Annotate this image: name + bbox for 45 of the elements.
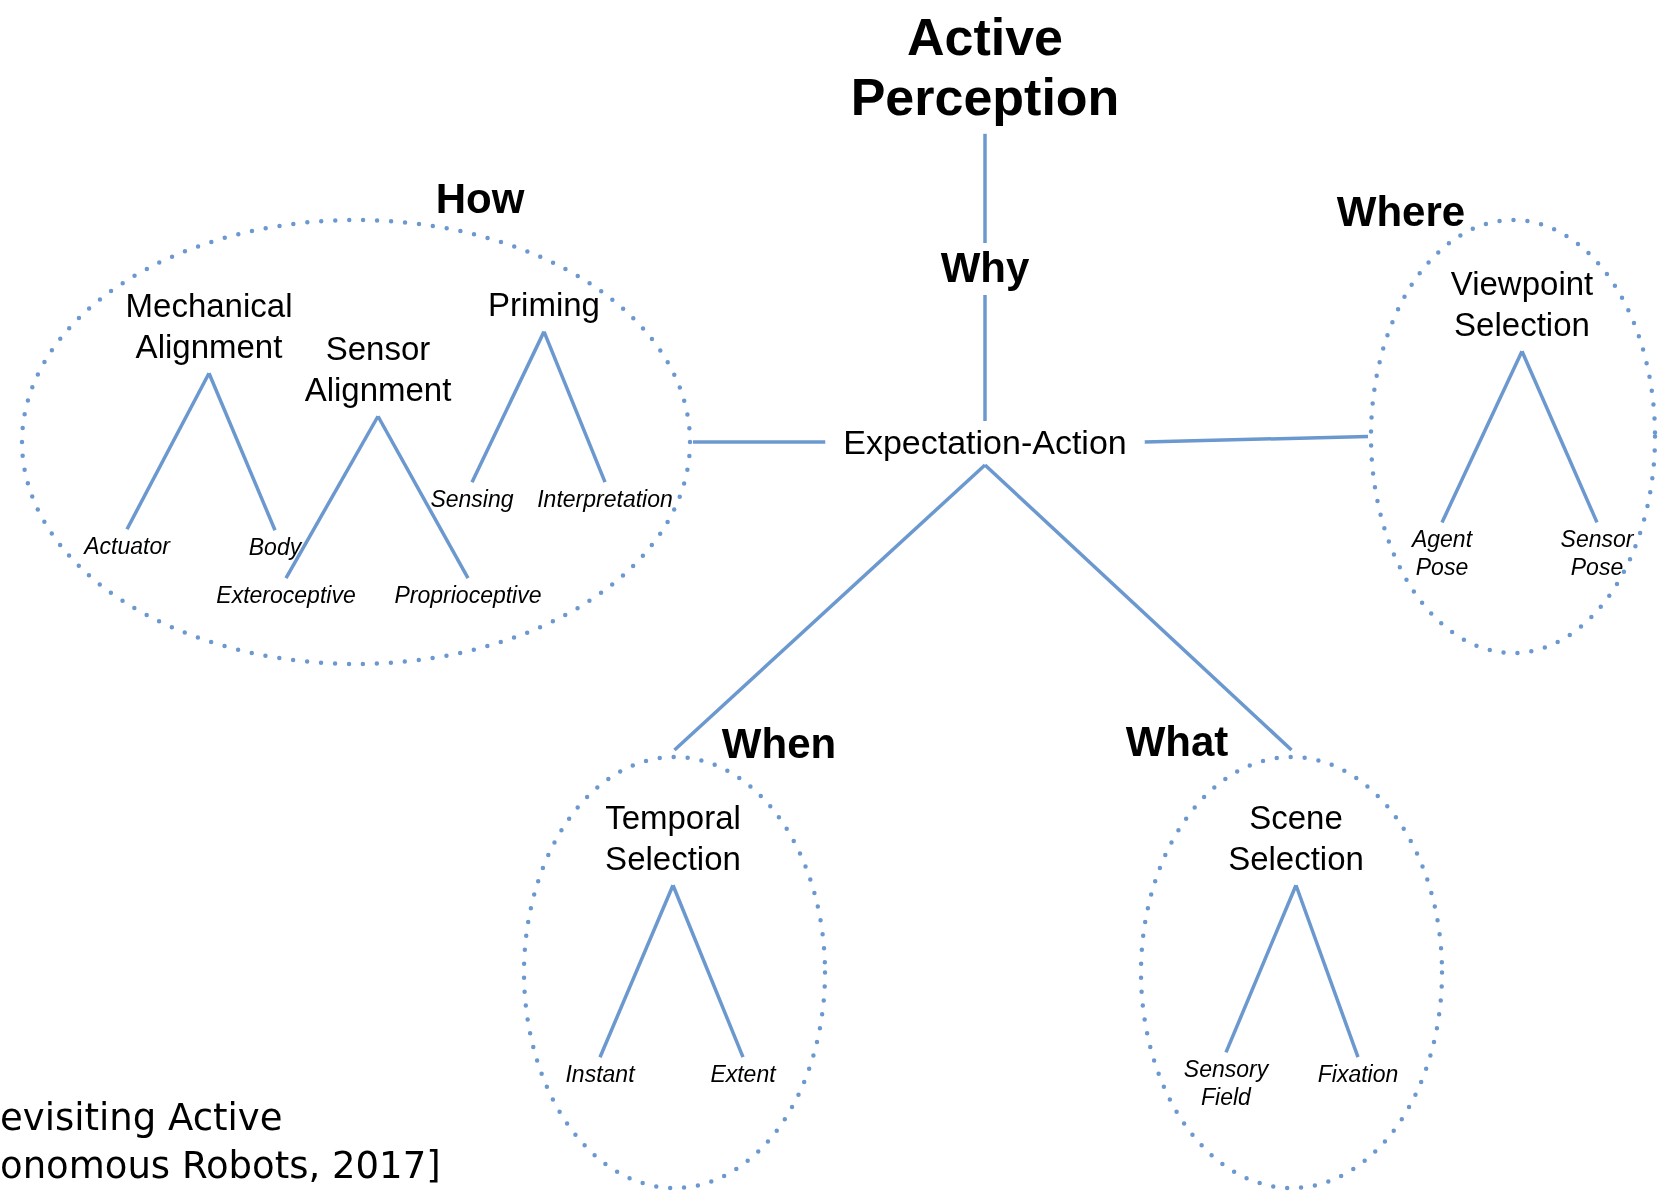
leaf-label: Proprioceptive [394, 582, 542, 610]
leaf-label: Fixation [1317, 1061, 1399, 1089]
leaf-label: Interpretation [537, 486, 673, 514]
connector-line [376, 415, 470, 580]
leaf-label: Sensory Field [1183, 1056, 1269, 1112]
connector-line [470, 330, 546, 483]
node-label: Why [940, 247, 1030, 289]
connector-line [1440, 350, 1524, 524]
leaf-label: Extent [710, 1061, 776, 1089]
leaf-label: Instant [565, 1061, 635, 1089]
leaf-label: Body [248, 534, 302, 562]
node-label: Priming [488, 284, 600, 326]
leaf-label: Agent Pose [1411, 526, 1473, 582]
group-heading: How [435, 178, 525, 220]
connector-line [1144, 434, 1369, 444]
connector-line [673, 463, 987, 752]
connector-line [598, 884, 675, 1058]
connector-line [125, 372, 211, 530]
node-label: Expectation-Action [843, 425, 1127, 459]
connector-line [693, 440, 826, 444]
group-heading: Where [1336, 191, 1466, 233]
node-label: Mechanical Alignment [125, 284, 293, 368]
connector-line [983, 295, 987, 421]
leaf-label: Actuator [84, 533, 170, 561]
connector-line [284, 415, 380, 580]
connector-line [1224, 884, 1298, 1054]
connector-line [542, 330, 607, 483]
node-label: Temporal Selection [605, 796, 741, 880]
connector-line [1520, 350, 1599, 524]
group-heading: When [721, 723, 837, 765]
connector-line [983, 463, 1293, 752]
node-label: Sensor Alignment [304, 327, 452, 411]
group-heading: What [1125, 721, 1229, 763]
connector-line [207, 372, 277, 531]
connector-line [1294, 884, 1360, 1058]
citation-text: onomous Robots, 2017] [0, 1147, 441, 1184]
node-label: Scene Selection [1228, 796, 1364, 880]
leaf-label: Sensor Pose [1560, 526, 1634, 582]
connector-line [983, 133, 987, 243]
connector-line [671, 884, 745, 1058]
node-label: Viewpoint Selection [1450, 262, 1594, 346]
leaf-label: Exteroceptive [216, 582, 356, 610]
node-label: Active Perception [850, 8, 1120, 128]
citation-text: evisiting Active [0, 1099, 283, 1136]
leaf-label: Sensing [430, 486, 514, 514]
